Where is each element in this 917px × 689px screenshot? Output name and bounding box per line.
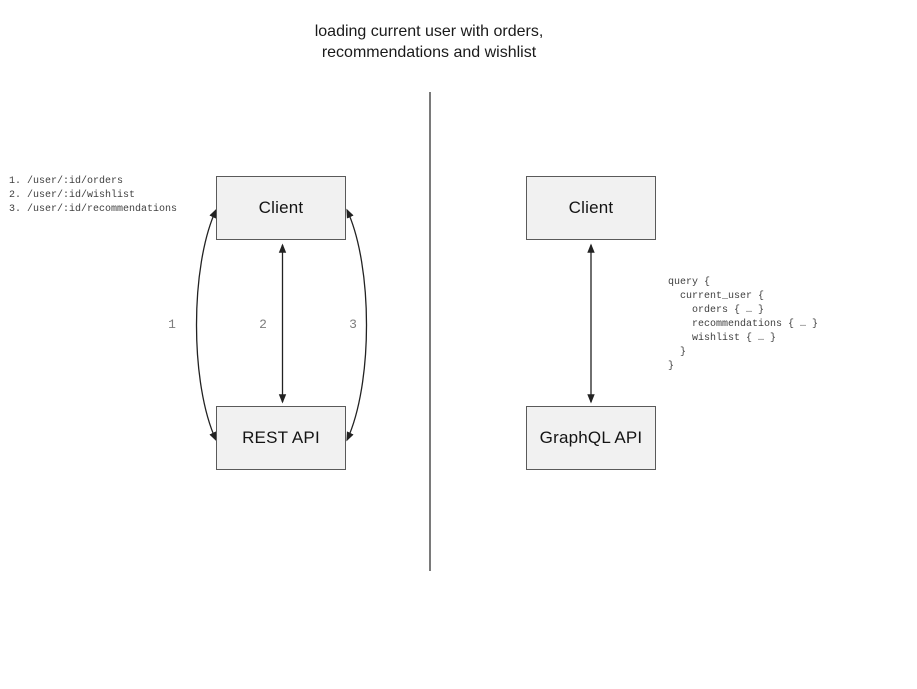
rest-endpoint-item: 3. /user/:id/recommendations: [9, 204, 178, 215]
graphql-client-node: Client: [526, 176, 656, 240]
graphql-query-line: wishlist { … }: [668, 333, 777, 344]
rest-arrow-1-curve: [195, 208, 217, 442]
graphql-query-line: orders { … }: [668, 305, 765, 316]
diagram-title: loading current user with orders, recomm…: [0, 21, 858, 63]
graphql-query-line: current_user {: [668, 291, 765, 302]
graphql-query-line: query {: [668, 277, 711, 288]
graphql-query-line: }: [668, 347, 687, 358]
rest-endpoint-item: 2. /user/:id/wishlist: [9, 190, 136, 201]
rest-endpoint-item: 1. /user/:id/orders: [9, 176, 124, 187]
rest-arrow-label-1: 1: [168, 317, 176, 332]
diagram-title-line1: loading current user with orders,: [314, 23, 544, 40]
rest-arrow-label-2: 2: [259, 317, 267, 332]
rest-arrow-label-3: 3: [349, 317, 357, 332]
diagram-title-line2: recommendations and wishlist: [321, 44, 537, 61]
graphql-api-node: GraphQL API: [526, 406, 656, 470]
graphql-query-line: recommendations { … }: [668, 319, 819, 330]
graphql-query-line: }: [668, 361, 675, 372]
rest-arrow-3-curve: [346, 208, 368, 442]
rest-endpoint-list: 1. /user/:id/orders 2. /user/:id/wishlis…: [9, 175, 177, 217]
rest-client-node: Client: [216, 176, 346, 240]
graphql-query-snippet: query { current_user { orders { … } reco…: [668, 276, 818, 374]
rest-api-node: REST API: [216, 406, 346, 470]
